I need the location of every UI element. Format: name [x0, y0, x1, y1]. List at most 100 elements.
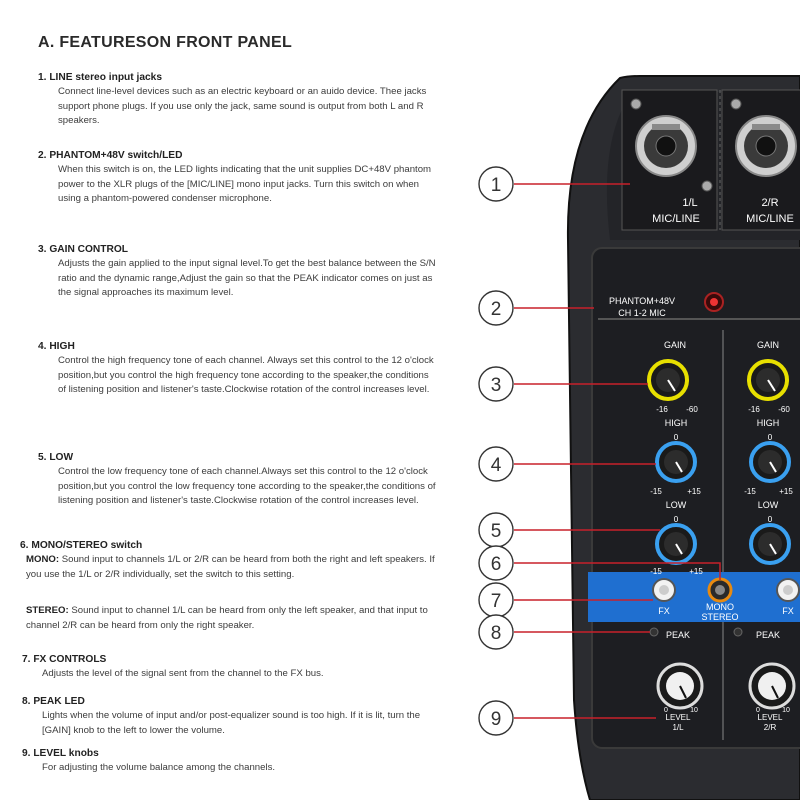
mono-stereo-switch[interactable]	[707, 577, 733, 603]
gain-label-1: GAIN	[664, 340, 686, 350]
low-max-1: +15	[689, 567, 703, 576]
phantom-label: PHANTOM+48V	[609, 296, 675, 306]
callout-number: 5	[491, 521, 502, 542]
low-zero-1: 0	[674, 515, 679, 524]
fx-label-2: FX	[782, 606, 794, 616]
peak-led-2	[733, 627, 743, 637]
high-label-2: HIGH	[757, 418, 780, 428]
feature-text-column: A. FEATURESON FRONT PANEL 1. LINE stereo…	[20, 34, 448, 773]
stereo-label: STEREO:	[26, 605, 69, 617]
level-ch2-label: 2/R	[764, 723, 777, 732]
high-knob-2[interactable]	[749, 441, 791, 483]
feature-heading: 9. LEVEL knobs	[22, 748, 99, 759]
gain-min-1: -16	[656, 405, 668, 414]
callout-7: 7	[478, 582, 514, 618]
callout-4: 4	[478, 446, 514, 482]
feature-body: STEREO: Sound input to channel 1/L can b…	[26, 604, 440, 633]
low-knob-1[interactable]	[655, 523, 697, 565]
level-label-1: LEVEL	[666, 713, 691, 722]
gain-max-2: -60	[778, 405, 790, 414]
level-label-2: LEVEL	[758, 713, 783, 722]
callout-3: 3	[478, 366, 514, 402]
peak-led-1	[649, 627, 659, 637]
fx-knob-2[interactable]	[776, 578, 800, 602]
stereo-description: Sound input to channel 1/L can be heard …	[26, 605, 428, 631]
feature-1: 1. LINE stereo input jacks Connect line-…	[38, 72, 438, 129]
callout-number: 3	[491, 375, 502, 396]
phantom-sublabel: CH 1-2 MIC	[618, 308, 666, 318]
feature-3: 3. GAIN CONTROL Adjusts the gain applied…	[38, 244, 438, 301]
low-knob-2[interactable]	[749, 523, 791, 565]
stereo-label: STEREO	[701, 612, 738, 622]
level-ch1-label: 1/L	[672, 723, 684, 732]
callout-number: 2	[491, 299, 502, 320]
mixer-panel-drawing: 1/L MIC/LINE 2/R MIC/LINE PHANTOM+48V CH…	[478, 75, 800, 800]
high-knob-1[interactable]	[655, 441, 697, 483]
feature-body: Lights when the volume of input and/or p…	[42, 710, 421, 736]
mixer-illustration: 1/L MIC/LINE 2/R MIC/LINE PHANTOM+48V CH…	[470, 0, 800, 800]
feature-heading: 8. PEAK LED	[22, 696, 85, 707]
gain-knob-2[interactable]	[747, 359, 789, 401]
low-label-1: LOW	[666, 500, 687, 510]
level-min-1: 0	[664, 707, 668, 714]
feature-body: For adjusting the volume balance among t…	[42, 762, 276, 773]
mono-label: MONO	[706, 602, 734, 612]
feature-heading: 1. LINE stereo input jacks	[38, 72, 162, 83]
feature-heading: 6. MONO/STEREO switch	[20, 540, 143, 551]
level-max-2: 10	[782, 707, 790, 714]
ch1-number: 1/L	[682, 197, 697, 209]
ch2-type: MIC/LINE	[746, 213, 794, 225]
gain-label-2: GAIN	[757, 340, 779, 350]
feature-2: 2. PHANTOM+48V switch/LED When this swit…	[38, 150, 438, 207]
callout-2: 2	[478, 290, 514, 326]
feature-6: 6. MONO/STEREO switch MONO: Sound input …	[20, 540, 440, 633]
feature-heading: 3. GAIN CONTROL	[38, 244, 128, 255]
high-min-2: -15	[744, 487, 756, 496]
callout-8: 8	[478, 614, 514, 650]
mono-description: Sound input to channels 1/L or 2/R can b…	[26, 554, 435, 580]
gain-knob-1[interactable]	[647, 359, 689, 401]
callout-number: 4	[491, 455, 502, 476]
low-min-1: -15	[650, 567, 662, 576]
fx-knob-1[interactable]	[652, 578, 676, 602]
xlr-jack-2	[721, 89, 800, 231]
callout-5: 5	[478, 512, 514, 548]
feature-5: 5. LOW Control the low frequency tone of…	[38, 452, 448, 509]
callout-6: 6	[478, 545, 514, 581]
callout-1: 1	[478, 166, 514, 202]
feature-heading: 5. LOW	[38, 452, 74, 463]
gain-min-2: -16	[748, 405, 760, 414]
fx-label-1: FX	[658, 606, 670, 616]
level-max-1: 10	[690, 707, 698, 714]
feature-7: 7. FX CONTROLS Adjusts the level of the …	[22, 654, 422, 682]
phantom-led	[710, 298, 718, 306]
feature-body: MONO: Sound input to channels 1/L or 2/R…	[26, 553, 440, 582]
feature-body: When this switch is on, the LED lights i…	[58, 164, 432, 205]
feature-8: 8. PEAK LED Lights when the volume of in…	[22, 696, 442, 738]
feature-4: 4. HIGH Control the high frequency tone …	[38, 341, 438, 398]
callout-number: 1	[491, 175, 502, 196]
high-zero-2: 0	[768, 433, 773, 442]
low-label-2: LOW	[758, 500, 779, 510]
callout-9: 9	[478, 700, 514, 736]
callout-lines	[514, 183, 721, 719]
control-face	[591, 247, 800, 749]
feature-body: Control the high frequency tone of each …	[58, 355, 434, 396]
feature-body: Control the low frequency tone of each c…	[58, 466, 436, 507]
high-min-1: -15	[650, 487, 662, 496]
callout-number: 7	[491, 591, 502, 612]
high-max-2: +15	[779, 487, 793, 496]
feature-heading: 4. HIGH	[38, 341, 75, 352]
level-knob-1[interactable]	[656, 662, 704, 710]
peak-label-1: PEAK	[666, 630, 690, 640]
level-knob-2[interactable]	[748, 662, 796, 710]
low-zero-2: 0	[768, 515, 773, 524]
feature-body: Connect line-level devices such as an el…	[58, 86, 427, 127]
xlr-jack-1	[621, 89, 718, 231]
high-max-1: +15	[687, 487, 701, 496]
peak-label-2: PEAK	[756, 630, 780, 640]
fx-strip	[588, 572, 800, 622]
feature-heading: 2. PHANTOM+48V switch/LED	[38, 150, 183, 161]
mono-label: MONO:	[26, 554, 60, 565]
high-zero-1: 0	[674, 433, 679, 442]
